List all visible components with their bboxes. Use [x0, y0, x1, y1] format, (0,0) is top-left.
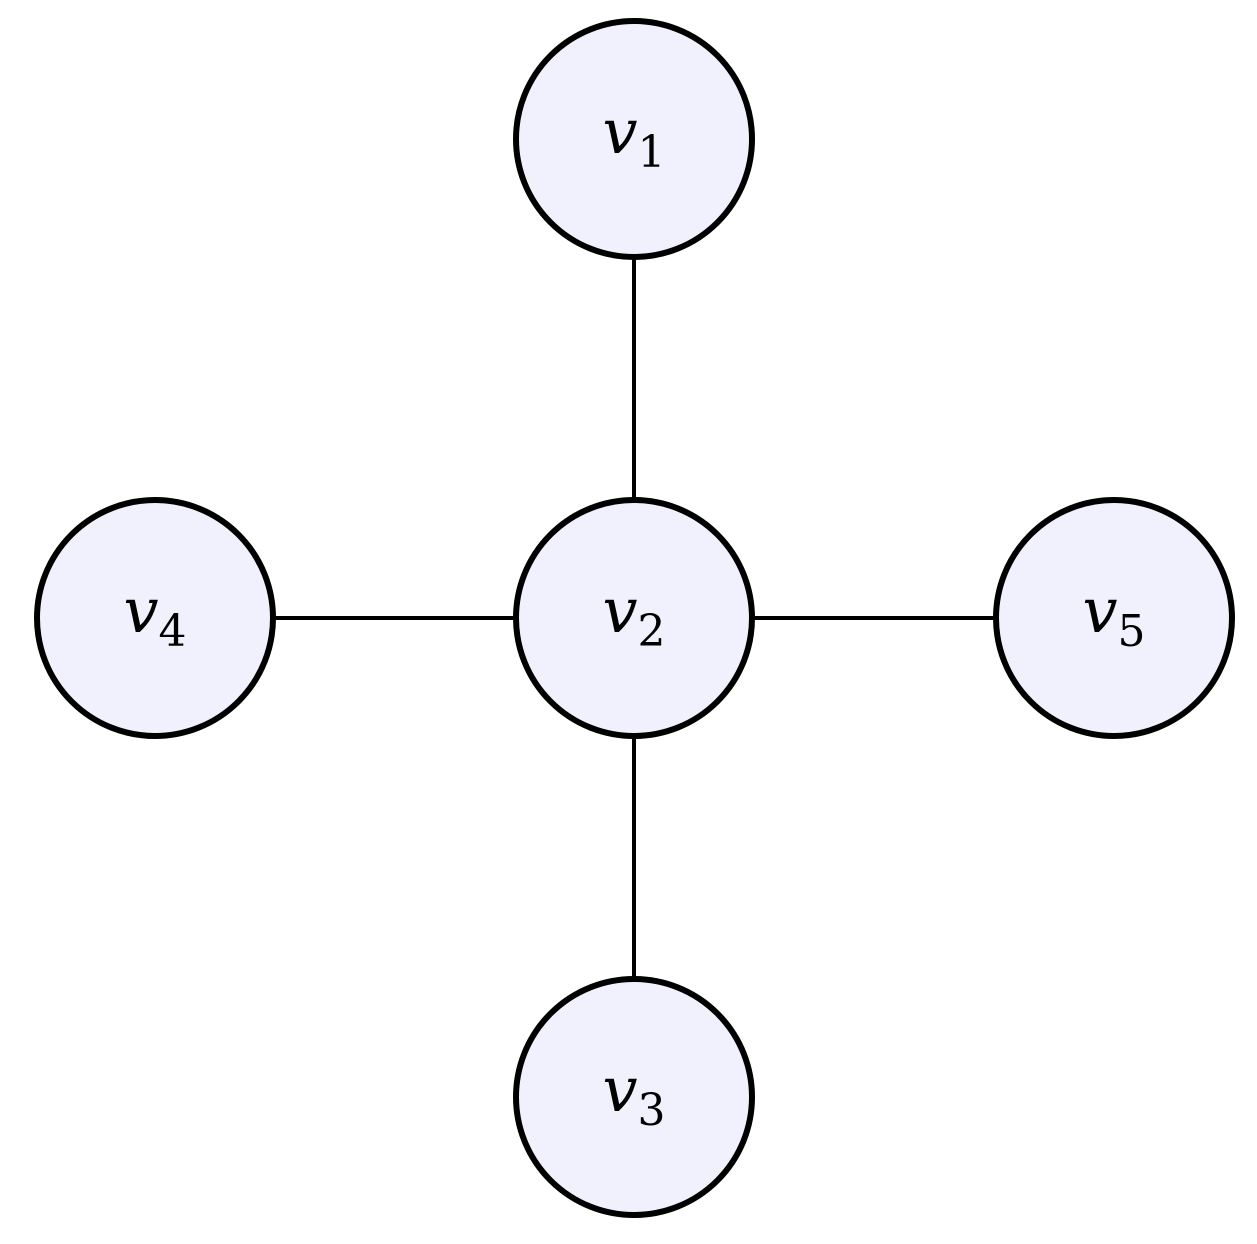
edges-group: [273, 257, 996, 979]
node-label-subscript: 5: [1118, 606, 1146, 657]
node-label-var: v: [1082, 574, 1117, 647]
node-v3: v3: [513, 976, 755, 1218]
node-v5: v5: [993, 497, 1235, 739]
node-label-v2: v2: [602, 574, 665, 657]
node-v4: v4: [34, 497, 276, 739]
node-circle-v5: [993, 497, 1235, 739]
node-label-var: v: [602, 1053, 637, 1126]
node-label-v4: v4: [123, 574, 186, 657]
node-v2: v2: [513, 497, 755, 739]
node-v1: v1: [513, 18, 755, 260]
node-label-subscript: 2: [638, 606, 666, 657]
node-circle-v2: [513, 497, 755, 739]
node-circle-v4: [34, 497, 276, 739]
node-label-v5: v5: [1082, 574, 1145, 657]
node-label-subscript: 3: [638, 1085, 666, 1136]
node-label-var: v: [602, 574, 637, 647]
node-label-var: v: [602, 95, 637, 168]
node-label-v3: v3: [602, 1053, 665, 1136]
node-label-var: v: [123, 574, 158, 647]
node-circle-v1: [513, 18, 755, 260]
node-label-subscript: 4: [159, 606, 187, 657]
node-label-v1: v1: [602, 95, 665, 178]
node-label-subscript: 1: [638, 127, 666, 178]
node-circle-v3: [513, 976, 755, 1218]
